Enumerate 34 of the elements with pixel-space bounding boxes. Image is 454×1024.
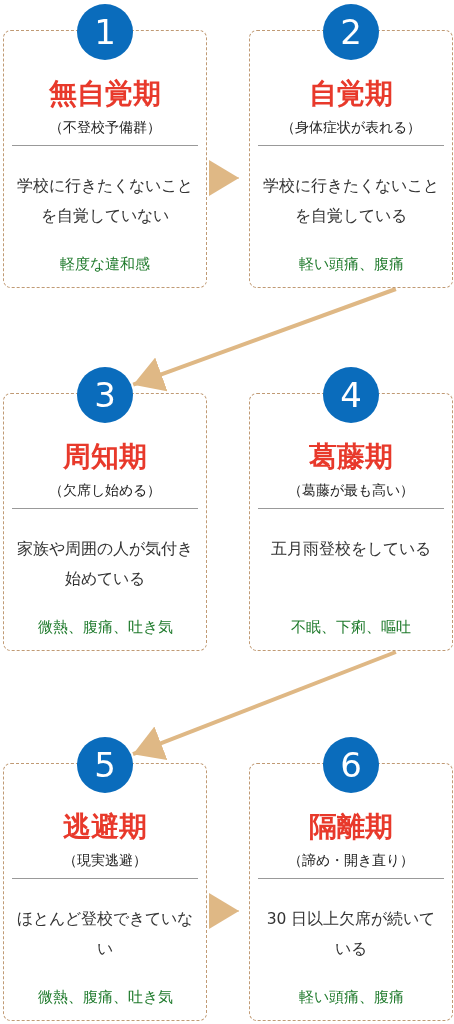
stage-subtitle: （欠席し始める）: [48, 482, 162, 500]
arrow: [208, 160, 240, 196]
stage-title: 隔離期: [308, 809, 394, 845]
stage-subtitle: （葛藤が最も高い）: [287, 482, 415, 500]
symptom-text: 微熱、腹痛、吐き気: [36, 988, 174, 1007]
number-circle: 6: [323, 737, 379, 793]
stage-title: 無自覚期: [48, 76, 162, 112]
stage-subtitle: （不登校予備群）: [48, 119, 162, 137]
stage-subtitle: （諦め・開き直り）: [287, 852, 415, 870]
stage-title: 自覚期: [308, 76, 394, 112]
stage-description: 学校に行きたくないことを自覚している: [262, 176, 440, 227]
arrow: [132, 287, 397, 392]
number-circle: 5: [77, 737, 133, 793]
symptom-text: 微熱、腹痛、吐き気: [36, 618, 174, 637]
symptom-text: 軽い頭痛、腹痛: [297, 255, 405, 274]
symptom-text: 軽度な違和感: [59, 255, 151, 274]
stage-description: ほとんど登校できていない: [16, 909, 194, 960]
symptom-text: 不眠、下痢、嘔吐: [290, 618, 412, 637]
number-circle: 3: [77, 367, 133, 423]
stage-subtitle: （身体症状が表れる）: [280, 119, 422, 137]
stage-description: 学校に行きたくないことを自覚していない: [16, 176, 194, 227]
stage-description: 家族や周囲の人が気付き始めている: [16, 539, 194, 590]
arrow: [208, 893, 240, 929]
arrow: [132, 650, 397, 761]
stage-title: 逃避期: [62, 809, 148, 845]
number-circle: 1: [77, 4, 133, 60]
stage-subtitle: （現実逃避）: [62, 852, 148, 870]
stage-title: 葛藤期: [308, 439, 394, 475]
stage-description: 30 日以上欠席が続いている: [265, 909, 437, 960]
number-circle: 2: [323, 4, 379, 60]
number-circle: 4: [323, 367, 379, 423]
stage-description: 五月雨登校をしている: [270, 539, 432, 560]
stage-title: 周知期: [62, 439, 148, 475]
symptom-text: 軽い頭痛、腹痛: [297, 988, 405, 1007]
